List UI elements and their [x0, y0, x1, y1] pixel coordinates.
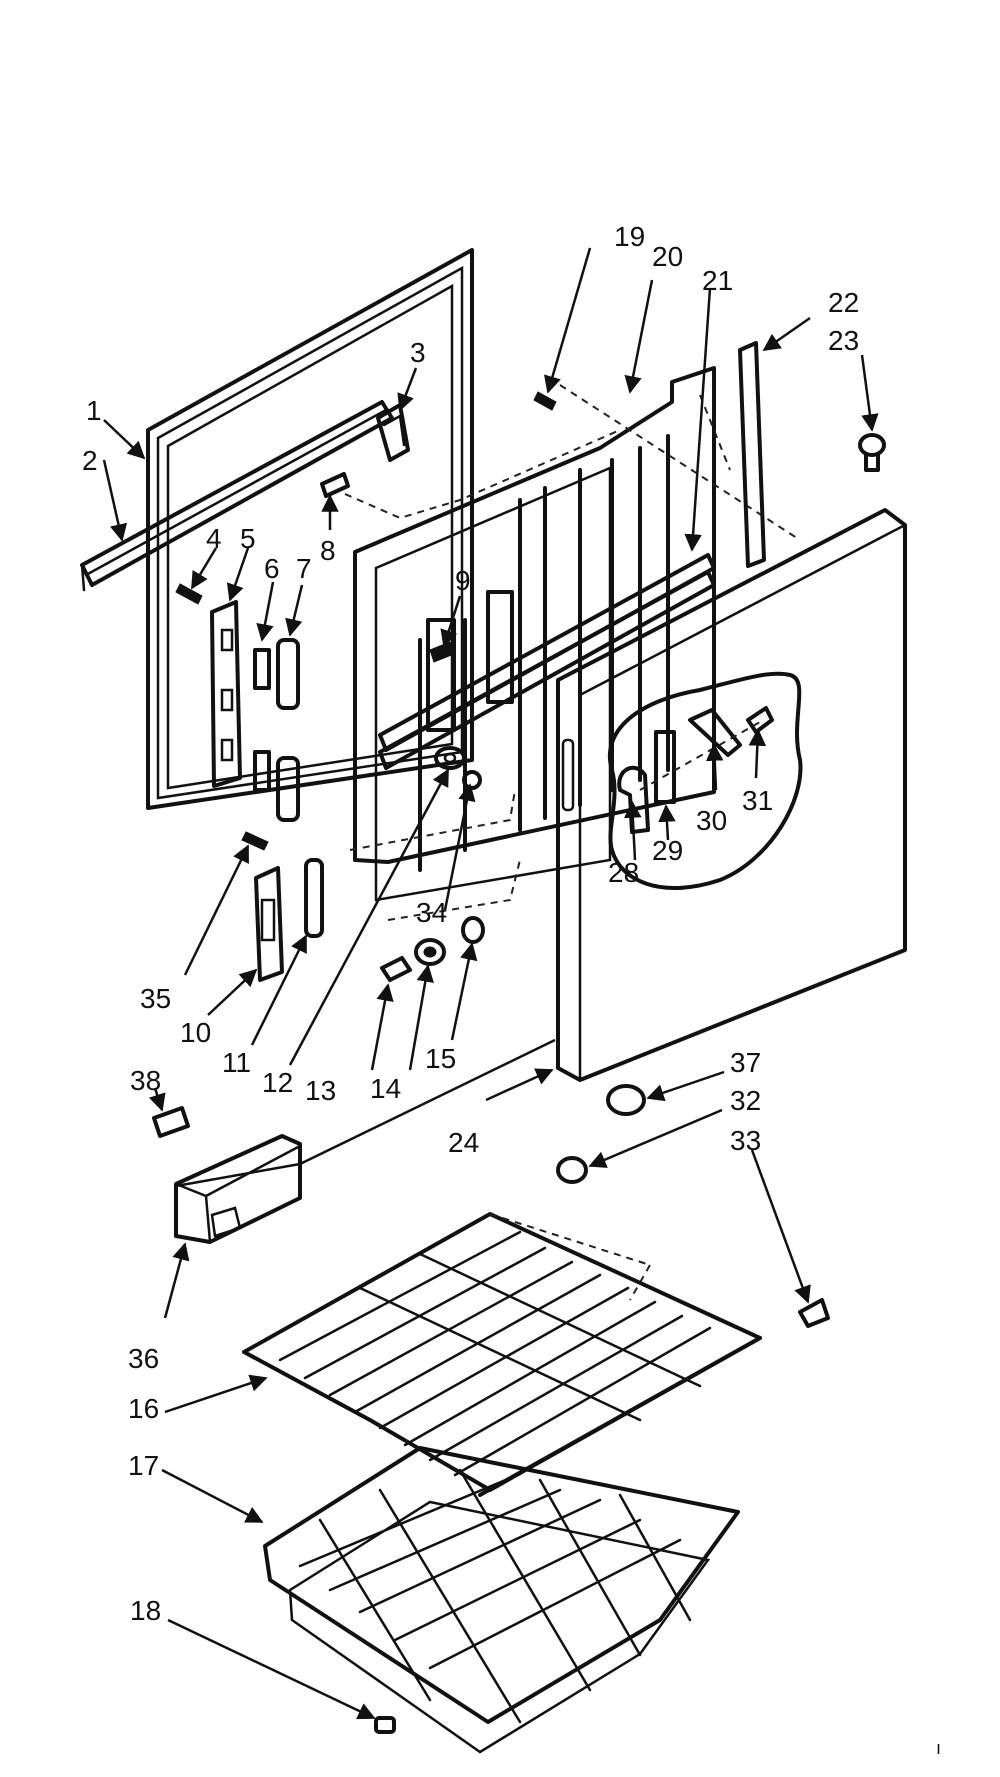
leader-lines [102, 247, 879, 1720]
callout-8: 8 [320, 535, 336, 566]
callout-18: 18 [130, 1595, 161, 1626]
part-door-rail [80, 400, 394, 592]
part-bracket [376, 403, 410, 462]
callout-21: 21 [702, 265, 733, 296]
part-wire-shelf [242, 1212, 762, 1497]
callout-labels: 1 2 3 4 5 6 7 8 9 10 11 12 13 14 15 16 1… [82, 221, 941, 1758]
callout-31: 31 [742, 785, 773, 816]
part-foot-18 [374, 1716, 396, 1734]
part-gasket-38 [152, 1106, 190, 1138]
callout-13: 13 [305, 1075, 336, 1106]
callout-5: 5 [240, 523, 256, 554]
callout-4: 4 [206, 523, 222, 554]
callout-30: 30 [696, 805, 727, 836]
callout-29: 29 [652, 835, 683, 866]
callout-16: 16 [128, 1393, 159, 1424]
part-strike-29 [654, 730, 676, 804]
part-bushing-14 [414, 938, 446, 966]
part-foot-37 [606, 1084, 646, 1116]
callout-24: 24 [448, 1127, 479, 1158]
part-side-strip [738, 341, 766, 568]
callout-12: 12 [262, 1067, 293, 1098]
part-screw-13 [380, 956, 412, 982]
callout-9: 9 [455, 565, 471, 596]
part-ring-15 [461, 916, 485, 944]
part-cap-nut [858, 433, 886, 472]
part-screw-9 [429, 641, 455, 663]
callout-17: 17 [128, 1450, 159, 1481]
part-latch-28 [617, 765, 650, 834]
callout-22: 22 [828, 287, 859, 318]
part-screw-4 [175, 583, 203, 605]
callout-19: 19 [614, 221, 645, 252]
callout-3: 3 [410, 337, 426, 368]
callout-32: 32 [730, 1085, 761, 1116]
callout-34: 34 [416, 897, 447, 928]
part-shelf-rail [378, 553, 716, 770]
callout-10: 10 [180, 1017, 211, 1048]
callout-33: 33 [730, 1125, 761, 1156]
callout-6: 6 [264, 553, 280, 584]
part-outer-door [556, 508, 907, 1082]
part-washer-12 [434, 746, 466, 770]
callout-20: 20 [652, 241, 683, 272]
callout-2: 2 [82, 445, 98, 476]
callout-15: 15 [425, 1043, 456, 1074]
part-spacer-6 [253, 648, 271, 792]
callout-36: 36 [128, 1343, 159, 1374]
part-screw-8 [320, 472, 350, 498]
callout-35: 35 [140, 983, 171, 1014]
part-wire-basket [263, 1446, 740, 1754]
callout-11: 11 [222, 1047, 251, 1078]
part-screw-35 [241, 831, 269, 851]
callout-37: 37 [730, 1047, 761, 1078]
part-clip-33 [798, 1298, 830, 1328]
part-screw-19 [533, 391, 557, 411]
callout-23: 23 [828, 325, 859, 356]
part-screw-31 [746, 706, 774, 734]
callout-1: 1 [86, 395, 102, 426]
part-cap-7 [276, 638, 300, 822]
part-clip-32 [556, 1156, 588, 1184]
part-handle-block [174, 1134, 302, 1244]
callout-14: 14 [370, 1073, 401, 1104]
callout-7: 7 [296, 553, 312, 584]
callout-38: 38 [130, 1065, 161, 1096]
callout-28: 28 [608, 857, 639, 888]
part-latch-housing-10 [254, 866, 284, 982]
corner-mark: ı [936, 1738, 941, 1758]
part-hinge-bracket-5 [210, 600, 242, 788]
part-pad-11 [304, 858, 324, 938]
